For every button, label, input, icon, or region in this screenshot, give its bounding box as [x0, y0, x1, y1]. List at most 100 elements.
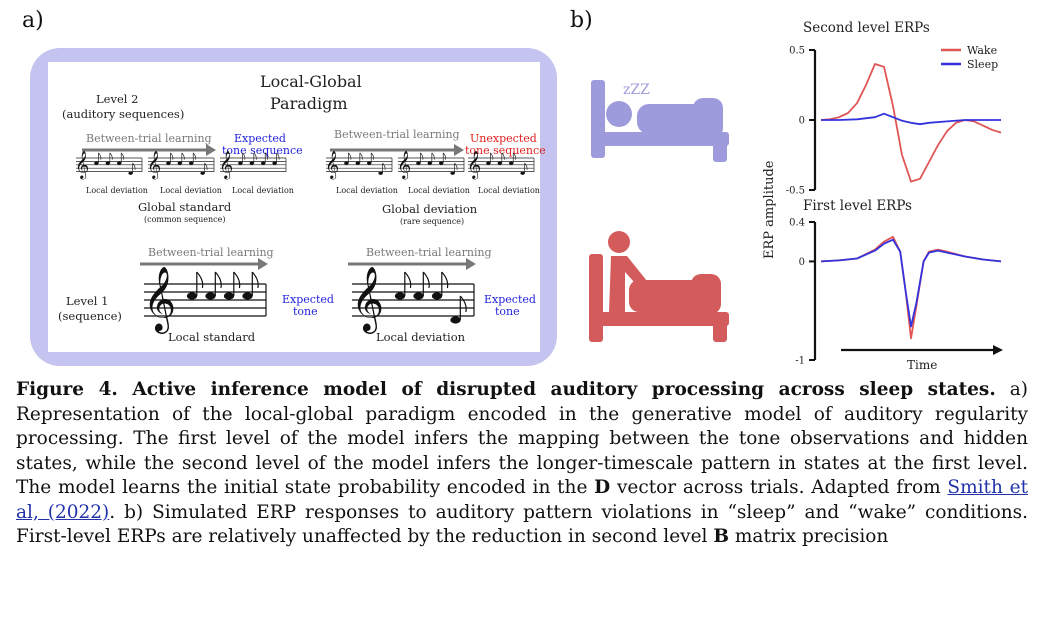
note-flag [490, 152, 494, 160]
expected-tone-seq-line1: Expected [234, 132, 286, 145]
note-flag [109, 152, 113, 160]
note-flag [370, 152, 375, 160]
treble-clef-icon: 𝄞 [397, 150, 411, 179]
between-trial-label-1: Between-trial learning [86, 132, 212, 145]
arrow-level2-right [330, 144, 464, 156]
note-flag [512, 152, 517, 160]
note-flag [264, 152, 269, 160]
between-trial-label-2: Between-trial learning [334, 128, 460, 141]
caption-part-d: matrix precision [729, 526, 889, 547]
expected-tone-line2-b: tone [495, 305, 520, 318]
panel-label-b: b) [570, 8, 593, 33]
between-trial-label-4: Between-trial learning [366, 246, 492, 259]
note-head [520, 171, 525, 175]
note-head [416, 161, 421, 165]
paradigm-figure: Local-Global Paradigm Level 2 (auditory … [48, 62, 546, 352]
note-flag [442, 152, 447, 160]
note-head [431, 292, 443, 300]
unexpected-tone-seq-line2: tone sequence [465, 144, 546, 157]
note-flag [404, 271, 412, 289]
local-deviation-label-2: Local deviation [160, 186, 222, 195]
treble-clef-icon: 𝄞 [467, 150, 481, 179]
global-deviation-label: Global deviation [382, 202, 478, 216]
paradigm-title-line1: Local-Global [260, 72, 362, 91]
chart1-title: Second level ERPs [803, 20, 930, 36]
note-head [272, 161, 277, 165]
note-flag [251, 271, 259, 289]
level1-label: Level 1 [66, 294, 109, 308]
note-flag [233, 271, 241, 289]
series-line-wake [820, 63, 1002, 183]
citation-link[interactable]: Smith et al, (2022) [16, 477, 1028, 523]
erp-charts: Second level ERPs First level ERPs ERP a… [762, 20, 1003, 372]
note-head [413, 292, 424, 300]
note-head [378, 171, 383, 175]
treble-clef-icon: 𝄞 [75, 150, 89, 179]
note-head [344, 161, 349, 165]
sleeping-person-in-bed-icon: zZZ [591, 80, 729, 162]
note-flag [441, 271, 449, 289]
legend-label-sleep: Sleep [967, 58, 998, 71]
note-flag [132, 162, 136, 170]
note-flag [98, 152, 102, 160]
note-head [200, 171, 205, 175]
y-tick-label: 0 [799, 257, 805, 268]
level2-label: Level 2 [96, 92, 139, 106]
unexpected-tone-seq-line1: Unexpected [470, 132, 537, 145]
note-flag [359, 152, 363, 160]
y-tick-label: -0.5 [786, 186, 805, 197]
note-flag [454, 162, 458, 170]
x-axis-label: Time [907, 358, 937, 372]
treble-clef-icon: 𝄞 [147, 150, 161, 179]
note-flag [382, 162, 386, 170]
note-head [249, 161, 255, 165]
note-head [355, 161, 361, 165]
note-head [450, 316, 461, 324]
level2-sublabel: (auditory sequences) [62, 107, 185, 121]
local-deviation-label-3: Local deviation [232, 186, 294, 195]
level1-sublabel: (sequence) [58, 309, 122, 323]
note-head [186, 292, 198, 300]
rare-sequence-label: (rare sequence) [400, 217, 465, 226]
note-head [116, 161, 122, 165]
y-tick-label: -1 [795, 356, 805, 367]
note-flag [459, 295, 467, 313]
expected-tone-line1-a: Expected [282, 293, 334, 306]
note-flag [431, 152, 435, 160]
large-music-staves: 𝄞𝄞 [143, 267, 475, 334]
local-deviation-label-5: Local deviation [408, 186, 470, 195]
arrow-level1-left [140, 258, 268, 270]
note-flag [192, 152, 197, 160]
local-deviation-label-1: Local deviation [86, 186, 148, 195]
figure-caption: Figure 4. Active inference model of disr… [16, 378, 1028, 550]
y-tick-label: 0.5 [789, 46, 805, 57]
note-flag [170, 152, 174, 160]
y-tick-label: 0 [799, 116, 805, 127]
caption-part-b: vector across trials. Adapted from [610, 477, 948, 498]
zzz-text: zZZ [623, 82, 650, 98]
global-standard-label: Global standard [138, 200, 232, 214]
note-head [508, 161, 514, 165]
note-flag [242, 152, 246, 160]
local-deviation-label-6: Local deviation [478, 186, 540, 195]
between-trial-label-3: Between-trial learning [148, 246, 274, 259]
treble-clef-icon: 𝄞 [143, 267, 176, 334]
note-head [497, 161, 503, 165]
note-head [177, 161, 183, 165]
chart2-series [820, 235, 1002, 340]
chart1-series [820, 63, 1002, 183]
expected-tone-line1-b: Expected [484, 293, 536, 306]
note-head [438, 161, 444, 165]
chart2-title: First level ERPs [803, 198, 912, 214]
caption-d-vector: D [594, 477, 611, 498]
panel-label-a: a) [22, 8, 44, 33]
caption-part-c: . b) Simulated ERP responses to auditory… [16, 501, 1028, 548]
note-head [427, 161, 433, 165]
note-head [188, 161, 194, 165]
note-head [450, 171, 455, 175]
y-tick-label: 0.4 [789, 218, 805, 229]
series-line-sleep [820, 238, 1002, 328]
expected-tone-line2-a: tone [293, 305, 318, 318]
local-deviation-big-label: Local deviation [376, 330, 466, 344]
